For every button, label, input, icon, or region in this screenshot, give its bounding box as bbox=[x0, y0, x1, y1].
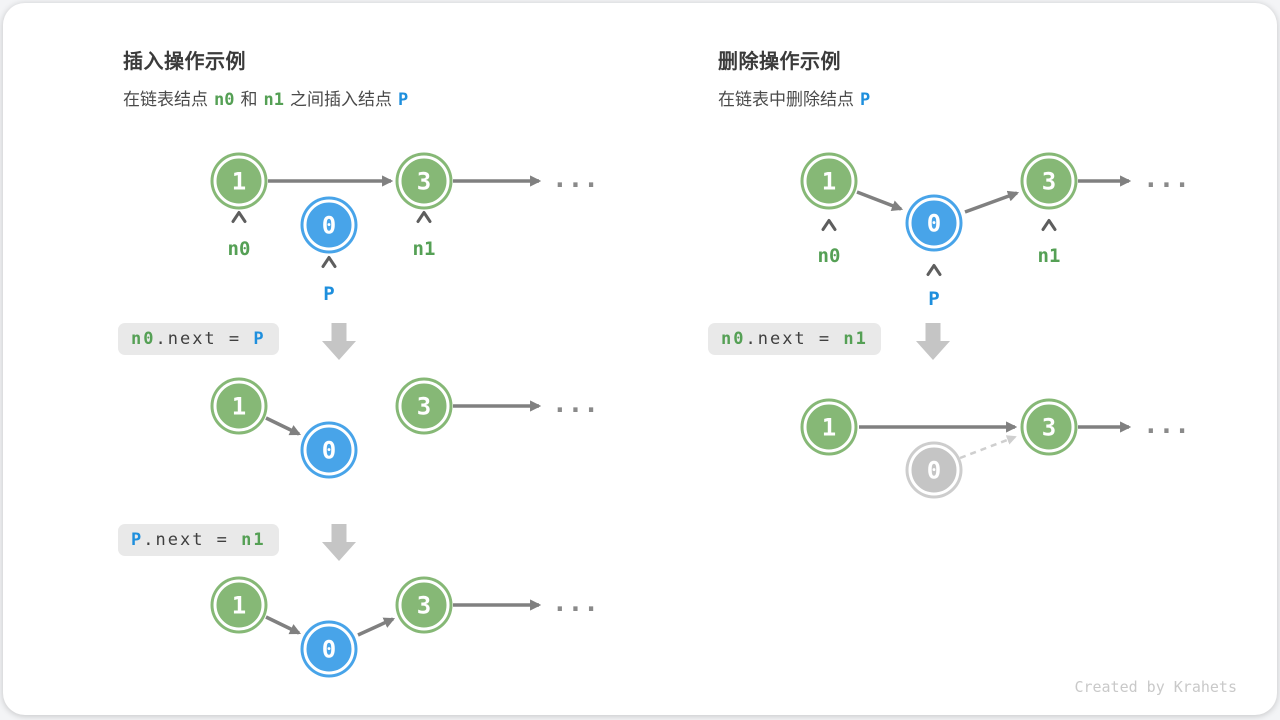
pointer-caret-icon bbox=[416, 211, 432, 223]
code-statement: n0.next = P bbox=[118, 323, 279, 355]
link-arrow-icon bbox=[357, 617, 396, 637]
link-arrow-icon bbox=[265, 615, 302, 635]
ellipsis: ... bbox=[1143, 410, 1190, 440]
list-node: 1 bbox=[213, 155, 265, 207]
list-node: 1 bbox=[213, 579, 265, 631]
code-token: .next = bbox=[155, 329, 254, 349]
code-token: .next = bbox=[143, 530, 242, 550]
code-token: P bbox=[253, 329, 266, 349]
list-node-removed: 0 bbox=[908, 444, 960, 496]
delete-panel-subtitle: 在链表中删除结点 P bbox=[718, 85, 876, 110]
code-token: .next = bbox=[745, 329, 844, 349]
code-token: n0 bbox=[721, 329, 746, 349]
connector-overlay bbox=[231, 175, 1132, 637]
list-node: 1 bbox=[803, 155, 855, 207]
pointer-label-p: P bbox=[323, 283, 335, 305]
insert-panel-subtitle: 在链表结点 n0 和 n1 之间插入结点 P bbox=[123, 85, 414, 110]
removed-link-dashed-arrow-icon bbox=[959, 435, 1017, 460]
diagram-card: 插入操作示例 在链表结点 n0 和 n1 之间插入结点 P 1 3 0 ... n0 n1… bbox=[3, 3, 1277, 715]
step-down-arrow-icon bbox=[322, 524, 356, 561]
list-node: 3 bbox=[1023, 155, 1075, 207]
pointer-caret-icon bbox=[821, 219, 837, 231]
code-token: P bbox=[131, 530, 144, 550]
code-statement: P.next = n1 bbox=[118, 524, 279, 556]
list-node: 1 bbox=[803, 401, 855, 453]
list-node: 3 bbox=[398, 380, 450, 432]
link-arrow-icon bbox=[964, 190, 1020, 214]
list-node: 1 bbox=[213, 380, 265, 432]
list-node: 3 bbox=[398, 155, 450, 207]
list-node-inserted: 0 bbox=[303, 623, 355, 675]
pointer-label-p: P bbox=[928, 288, 940, 310]
ellipsis: ... bbox=[552, 588, 599, 618]
pointer-label-n1: n1 bbox=[412, 238, 436, 260]
insert-panel-title: 插入操作示例 bbox=[123, 51, 246, 73]
subtitle-text: 之间插入结点 bbox=[289, 90, 392, 109]
ellipsis: ... bbox=[552, 389, 599, 419]
pointer-label-n0: n0 bbox=[227, 238, 251, 260]
list-node-to-delete: 0 bbox=[908, 197, 960, 249]
ellipsis: ... bbox=[1143, 164, 1190, 194]
list-node: 3 bbox=[398, 579, 450, 631]
subtitle-n0: n0 bbox=[214, 90, 235, 110]
pointer-caret-icon bbox=[1041, 219, 1057, 231]
delete-panel-title: 删除操作示例 bbox=[718, 51, 841, 73]
code-token: n1 bbox=[843, 329, 868, 349]
pointer-caret-icon bbox=[321, 256, 337, 268]
pointer-label-n0: n0 bbox=[817, 245, 841, 267]
code-statement: n0.next = n1 bbox=[708, 323, 881, 355]
credit-text: Created by Krahets bbox=[1074, 678, 1237, 696]
code-token: n0 bbox=[131, 329, 156, 349]
code-token: n1 bbox=[241, 530, 266, 550]
pointer-label-n1: n1 bbox=[1037, 245, 1061, 267]
subtitle-text: 和 bbox=[240, 90, 258, 109]
subtitle-p: P bbox=[860, 90, 871, 110]
list-node: 3 bbox=[1023, 401, 1075, 453]
pointer-caret-icon bbox=[926, 264, 942, 276]
link-arrow-icon bbox=[856, 190, 904, 211]
pointer-caret-icon bbox=[231, 211, 247, 223]
list-node-inserted: 0 bbox=[303, 199, 355, 251]
link-arrow-icon bbox=[265, 416, 302, 436]
list-node-inserted: 0 bbox=[303, 424, 355, 476]
subtitle-n1: n1 bbox=[263, 90, 284, 110]
subtitle-text: 在链表中删除结点 bbox=[718, 90, 854, 109]
subtitle-p: P bbox=[397, 90, 409, 110]
subtitle-text: 在链表结点 bbox=[123, 90, 208, 109]
ellipsis: ... bbox=[552, 164, 599, 194]
step-down-arrow-icon bbox=[916, 323, 950, 360]
step-down-arrow-icon bbox=[322, 323, 356, 360]
